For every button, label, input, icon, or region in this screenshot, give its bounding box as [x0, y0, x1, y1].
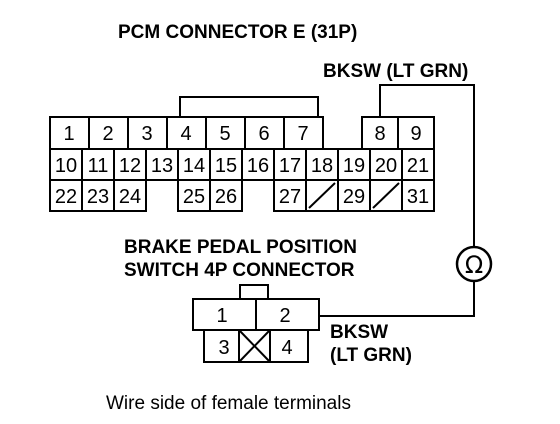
pcm-pin-28-unused-slash [308, 182, 336, 209]
pcm-pin-17-cell [273, 148, 307, 181]
brake-connector-title-line1: BRAKE PEDAL POSITION [124, 237, 357, 258]
pcm-pin-24: 24 [119, 186, 141, 208]
pcm-wire-label: BKSW (LT GRN) [323, 61, 468, 82]
pcm-pin-24-cell [113, 179, 147, 212]
pcm-pin-6: 6 [258, 123, 269, 145]
pcm-pin-10: 10 [55, 155, 77, 177]
test-lead-lower [285, 281, 475, 317]
test-lead-upper [379, 84, 475, 247]
brake-connector-lower-row [203, 329, 309, 363]
pcm-pin-16: 16 [247, 155, 269, 177]
pcm-pin-23-cell [81, 179, 115, 212]
pcm-pin-7: 7 [297, 123, 308, 145]
pcm-connector: 1 2 3 4 5 6 7 8 9 10 11 12 13 14 15 16 1… [49, 96, 435, 212]
pcm-pin-15: 15 [215, 155, 237, 177]
pcm-pin-19: 19 [343, 155, 365, 177]
pcm-pin-11: 11 [88, 155, 109, 177]
pcm-lock-tab [179, 96, 319, 117]
brake-pin-4: 4 [281, 337, 292, 359]
pcm-pin-26-cell [209, 179, 243, 212]
brake-pin-3: 3 [218, 337, 229, 359]
pcm-pin-5: 5 [219, 123, 230, 145]
pcm-connector-title: PCM CONNECTOR E (31P) [118, 22, 357, 43]
pcm-pin-17: 17 [279, 155, 301, 177]
pcm-pin-14: 14 [183, 155, 205, 177]
pcm-pin-10-cell [49, 148, 83, 181]
pcm-pin-29-cell [337, 179, 371, 212]
pcm-pin-1: 1 [63, 123, 74, 145]
pcm-pin-2: 2 [102, 123, 113, 145]
pcm-pin-21: 21 [407, 155, 429, 177]
pcm-pin-8-cell [361, 116, 399, 150]
pcm-pin-19-cell [337, 148, 371, 181]
pcm-pin-4: 4 [180, 123, 191, 145]
pcm-pin-23: 23 [87, 186, 109, 208]
pcm-pin-30-unused-slash [372, 182, 400, 209]
pcm-pin-26: 26 [215, 186, 237, 208]
ohmmeter-symbol: Ω [455, 245, 493, 283]
caption: Wire side of female terminals [106, 393, 351, 414]
brake-wire-label-line2: (LT GRN) [330, 345, 412, 366]
brake-connector-title-line2: SWITCH 4P CONNECTOR [124, 260, 355, 281]
pcm-pin-13: 13 [151, 155, 173, 177]
brake-pin-2: 2 [279, 305, 290, 327]
pcm-pin-27: 27 [279, 186, 301, 208]
pcm-pin-3: 3 [141, 123, 152, 145]
pcm-pin-25: 25 [183, 186, 205, 208]
pcm-pin-20-cell [369, 148, 403, 181]
ohm-icon: Ω [465, 251, 483, 279]
pcm-pin-8: 8 [374, 123, 385, 145]
pcm-pin-18: 18 [311, 155, 333, 177]
pcm-pin-29: 29 [343, 186, 365, 208]
brake-wire-label-line1: BKSW [330, 322, 388, 343]
pcm-pin-16-cell [241, 148, 275, 181]
brake-switch-connector: 1 2 3 4 [192, 284, 320, 363]
brake-lock-tab [239, 284, 269, 300]
pcm-pin-9: 9 [410, 123, 421, 145]
brake-unused-cross-b [238, 329, 271, 363]
pcm-pin-20: 20 [375, 155, 397, 177]
pcm-pin-27-cell [273, 179, 307, 212]
pcm-pin-31: 31 [407, 186, 429, 208]
pcm-pin-22: 22 [55, 186, 77, 208]
pcm-pin-12: 12 [119, 155, 141, 177]
brake-pin-1: 1 [216, 305, 227, 327]
pcm-pin-31-cell [401, 179, 435, 212]
